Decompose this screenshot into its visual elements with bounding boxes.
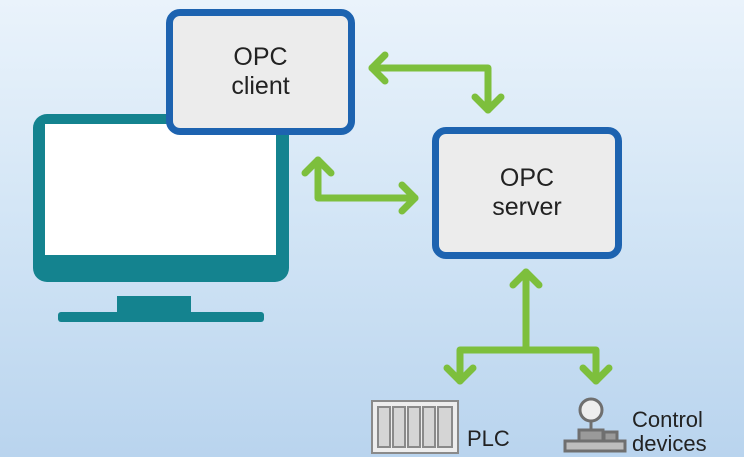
control-devices-label: Control devices	[632, 408, 707, 456]
arrow-client-server-top	[368, 51, 505, 114]
opc-server-line1: OPC	[499, 164, 555, 192]
arrows	[301, 51, 613, 385]
opc-client-box: OPC client	[166, 9, 355, 135]
opc-server-line2: server	[492, 193, 562, 221]
arrow-client-server-bottom	[301, 156, 419, 215]
opc-client-line2: client	[231, 72, 290, 100]
opc-server-box: OPC server	[432, 127, 622, 259]
opc-client-line1: OPC	[233, 43, 288, 71]
control-devices-line2: devices	[632, 431, 707, 456]
plc-label: PLC	[467, 426, 510, 451]
control-devices-line1: Control	[632, 407, 703, 432]
monitor-icon	[33, 114, 289, 322]
arrow-server-devices	[443, 268, 613, 385]
plc-icon	[371, 400, 459, 454]
joystick-icon	[563, 397, 627, 453]
